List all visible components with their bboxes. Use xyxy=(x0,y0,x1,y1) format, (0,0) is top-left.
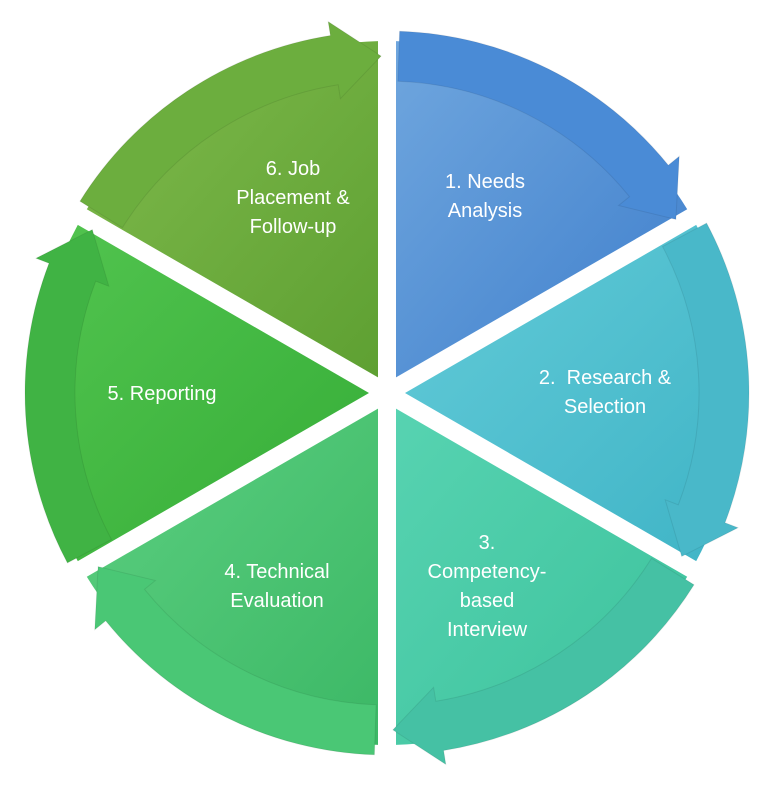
segment-3-line-1: 3. xyxy=(478,532,496,554)
arrow-group xyxy=(24,20,750,766)
arrow-4 xyxy=(94,565,377,756)
segment-label-5: 5. Reporting xyxy=(67,380,257,409)
segment-1-line-1: 1. Needs xyxy=(444,171,526,193)
arrow-1 xyxy=(397,30,680,221)
arrow-2 xyxy=(661,222,750,558)
segment-6-line-3: Follow-up xyxy=(249,216,337,238)
segment-5-line-1: 5. Reporting xyxy=(107,383,217,405)
segment-label-6: 6. Job Placement & Follow-up xyxy=(198,155,388,242)
wedge-5 xyxy=(35,224,369,562)
segment-6-line-1: 6. Job xyxy=(265,158,321,180)
segment-3-line-3: based xyxy=(459,590,515,612)
segment-6-line-2: Placement & xyxy=(236,187,350,209)
segment-label-2: 2. Research & Selection xyxy=(510,364,700,422)
segment-label-1: 1. Needs Analysis xyxy=(390,168,580,226)
segment-2-line-1: 2. Research & xyxy=(538,367,672,389)
segment-3-line-2: Competency- xyxy=(427,561,547,583)
segment-1-line-2: Analysis xyxy=(447,200,523,222)
segment-3-line-4: Interview xyxy=(446,619,528,641)
segment-label-4: 4. Technical Evaluation xyxy=(182,558,372,616)
wedge-2 xyxy=(405,224,739,562)
arrow-6 xyxy=(79,20,382,229)
segment-4-line-1: 4. Technical xyxy=(224,561,330,583)
arrow-3 xyxy=(392,557,695,766)
segment-4-line-2: Evaluation xyxy=(230,590,324,612)
segment-label-3: 3. Competency- based Interview xyxy=(392,529,582,645)
segment-2-line-2: Selection xyxy=(563,396,647,418)
arrow-5 xyxy=(24,228,113,564)
